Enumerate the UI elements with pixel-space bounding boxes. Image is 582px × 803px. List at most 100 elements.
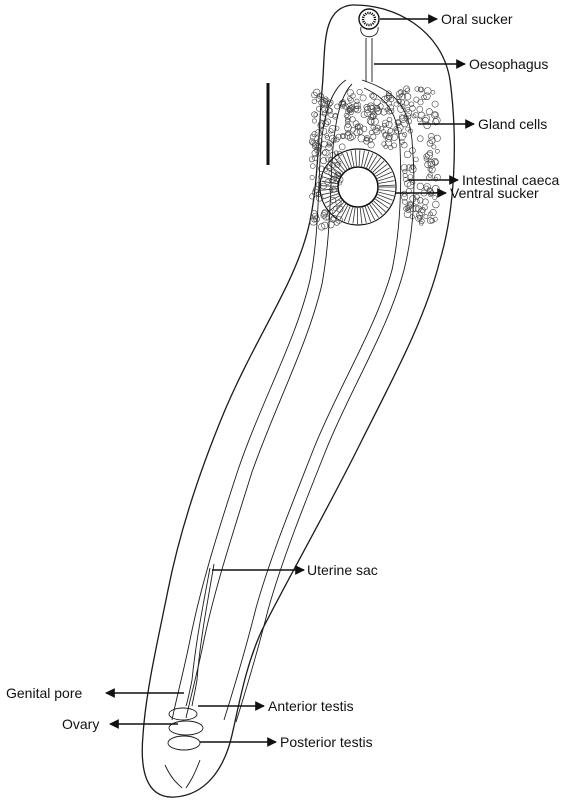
gland-cell — [392, 143, 397, 148]
gland-cell — [339, 144, 345, 150]
gland-cell — [322, 150, 327, 155]
gland-cell — [424, 88, 431, 95]
ventral-sucker-fibre — [379, 190, 395, 192]
gland-cell — [404, 93, 411, 100]
gland-cell — [428, 133, 434, 139]
gland-cell — [417, 197, 423, 203]
intestinal-caeca-left-inner — [186, 84, 352, 718]
gland-cell — [361, 112, 367, 118]
gland-cell — [357, 89, 362, 94]
intestinal-caeca-right — [236, 80, 414, 722]
intestinal-caeca-left — [172, 80, 346, 720]
gland-cell — [417, 183, 424, 190]
gland-cell — [431, 90, 435, 94]
ventral-sucker-fibre — [377, 197, 391, 205]
gland-cell — [403, 169, 407, 173]
label-oral-sucker: Oral sucker — [441, 11, 513, 27]
label-uterine-sac: Uterine sac — [307, 562, 378, 578]
ventral-sucker-fibre — [379, 181, 395, 184]
gland-cell — [344, 113, 348, 117]
gland-cell — [432, 201, 439, 208]
label-oesophagus: Oesophagus — [469, 56, 548, 72]
gland-cell — [414, 97, 419, 102]
gland-cell — [434, 135, 440, 141]
gland-cell — [369, 130, 374, 135]
ventral-sucker-fibre — [321, 186, 337, 187]
intestinal-caeca-right-inner — [224, 88, 401, 720]
ventral-sucker-fibre — [333, 202, 344, 214]
gland-cell — [427, 218, 433, 224]
ventral-sucker-fibre — [362, 151, 365, 167]
gland-cell — [360, 95, 366, 101]
gland-cell — [347, 90, 353, 96]
gland-cell — [400, 100, 404, 104]
label-anterior-testis: Anterior testis — [268, 698, 354, 714]
gland-cell — [310, 175, 314, 179]
gland-cell — [414, 157, 419, 162]
reproductive-organs — [165, 708, 203, 788]
gland-cell — [312, 99, 317, 104]
oesophagus — [366, 38, 372, 82]
gland-cell — [417, 136, 423, 142]
label-genital-pore: Genital pore — [6, 685, 82, 701]
uterine-sac — [186, 564, 214, 706]
gland-cell — [364, 104, 370, 110]
gland-cell — [354, 130, 360, 136]
gland-cell — [424, 215, 428, 219]
gland-cell — [417, 117, 422, 122]
gland-cell — [408, 175, 413, 180]
ventral-sucker-fibre — [355, 150, 356, 166]
gland-cell — [404, 86, 410, 92]
label-gland-cells: Gland cells — [478, 116, 547, 132]
ventral-sucker-fibre — [327, 198, 340, 207]
gland-cell — [334, 220, 339, 225]
gland-cell — [433, 196, 437, 200]
label-ovary: Ovary — [62, 716, 99, 732]
gland-cell — [404, 101, 409, 106]
gland-cell — [310, 164, 315, 169]
oral-sucker — [359, 9, 379, 37]
gland-cell — [313, 89, 320, 96]
gland-cell — [364, 110, 371, 117]
ventral-sucker-fibre — [360, 208, 362, 224]
gland-cells-region — [309, 86, 440, 230]
ventral-sucker-fibre — [365, 207, 371, 222]
gland-cell — [433, 112, 438, 117]
ventral-sucker-fibre — [338, 156, 347, 170]
gland-cell — [355, 99, 359, 103]
ventral-sucker-fibre — [353, 208, 355, 224]
gland-cell — [309, 157, 314, 162]
ventral-sucker-fibre — [376, 168, 390, 176]
gland-cell — [432, 185, 439, 192]
gland-cell — [430, 209, 436, 215]
gland-cell — [435, 149, 439, 153]
gland-cell — [394, 102, 398, 106]
ventral-sucker-fibre — [340, 205, 348, 219]
label-posterior-testis: Posterior testis — [280, 734, 373, 750]
ventral-sucker-fibre — [375, 199, 388, 208]
gland-cell — [417, 106, 423, 112]
gland-cell — [426, 109, 432, 115]
gland-cell — [432, 145, 436, 149]
gland-cell — [374, 99, 381, 106]
ventral-sucker-fibre — [370, 204, 379, 217]
ventral-sucker-fibre — [368, 206, 375, 220]
gland-cell — [410, 164, 415, 169]
gland-cell — [347, 96, 352, 101]
ventral-sucker-fibre — [379, 185, 395, 186]
ventral-sucker-fibre — [363, 208, 367, 224]
gland-cell — [312, 119, 316, 123]
gland-cell — [309, 139, 315, 145]
ventral-sucker-fibre — [359, 150, 360, 166]
ventral-sucker-fibre — [369, 155, 377, 169]
gland-cell — [321, 141, 327, 147]
gland-cell — [418, 100, 423, 105]
gland-cell — [401, 165, 408, 172]
ventral-sucker — [320, 149, 396, 225]
gland-cell — [432, 101, 438, 107]
gland-cell — [350, 117, 355, 122]
label-ventral-sucker: Ventral sucker — [450, 185, 539, 201]
ventral-sucker-fibre — [322, 191, 338, 194]
ventral-sucker-fibre — [351, 151, 354, 167]
